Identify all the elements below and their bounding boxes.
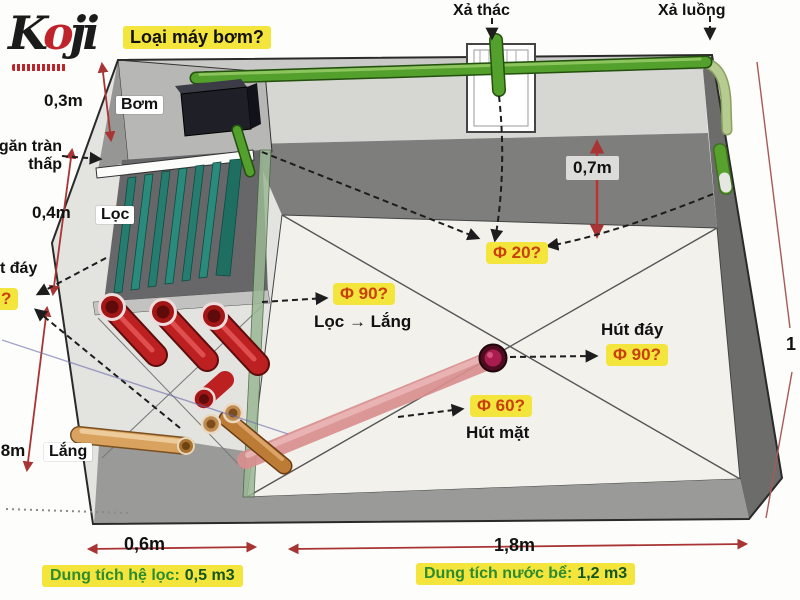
bottom-suction-label: Hút đáy — [601, 320, 664, 339]
filter-volume-label: Dung tích hệ lọc:0,5 m3 — [42, 565, 243, 587]
dim-0-8m-fragment: ,8m — [0, 441, 26, 460]
pink-pipe — [237, 351, 499, 469]
dim-0-6m: 0,6m — [124, 534, 166, 554]
red-dimension-arrows — [22, 61, 793, 555]
bottom-drain-fragment-label: t đáy — [0, 260, 38, 277]
flow-outlet-label: Xả luồng — [658, 2, 726, 19]
logo-text: Koji — [8, 6, 100, 60]
glass-partition — [242, 149, 272, 498]
dim-0-7m: 0,7m — [566, 156, 619, 180]
dim-right-fragment: 1 — [786, 334, 797, 354]
phi60-chip: Φ 60? — [470, 395, 532, 417]
tank-structure — [52, 55, 782, 524]
filter-label: Lọc — [96, 206, 135, 225]
dim-0-4m: 0,4m — [32, 203, 71, 222]
dashed-arrows — [33, 16, 717, 429]
bottom-drain-icon — [478, 343, 508, 373]
phi90-filter-chip: Φ 90? — [333, 283, 395, 305]
filter-to-settling-label: Lọc → Lắng — [314, 312, 412, 331]
settling-label: Lắng — [44, 443, 93, 462]
waterfall-outlet-label: Xả thác — [453, 2, 510, 19]
red-pipes — [98, 293, 270, 376]
pump-question-label: Loại máy bơm? — [123, 26, 271, 49]
filter-plates — [92, 158, 271, 469]
phi-fragment-chip: ? — [0, 288, 19, 310]
misc-lines — [1, 339, 289, 514]
overflow-compartment-label: găn tràn thấp — [0, 138, 62, 174]
pipe-cluster — [70, 371, 293, 475]
tank-volume-label: Dung tích nước bể:1,2 m3 — [416, 563, 636, 585]
green-pipe — [189, 33, 733, 195]
pump-label: Bơm — [116, 96, 164, 115]
logo: Koji — [8, 6, 128, 84]
dim-1-8m: 1,8m — [494, 535, 536, 555]
phi20-chip: Φ 20? — [486, 242, 548, 264]
phi90-suction-chip: Φ 90? — [606, 344, 668, 366]
surface-suction-label: Hút mặt — [466, 423, 530, 442]
logo-tagline — [12, 64, 66, 71]
dim-0-3m: 0,3m — [44, 91, 83, 110]
pump-icon — [175, 79, 261, 178]
